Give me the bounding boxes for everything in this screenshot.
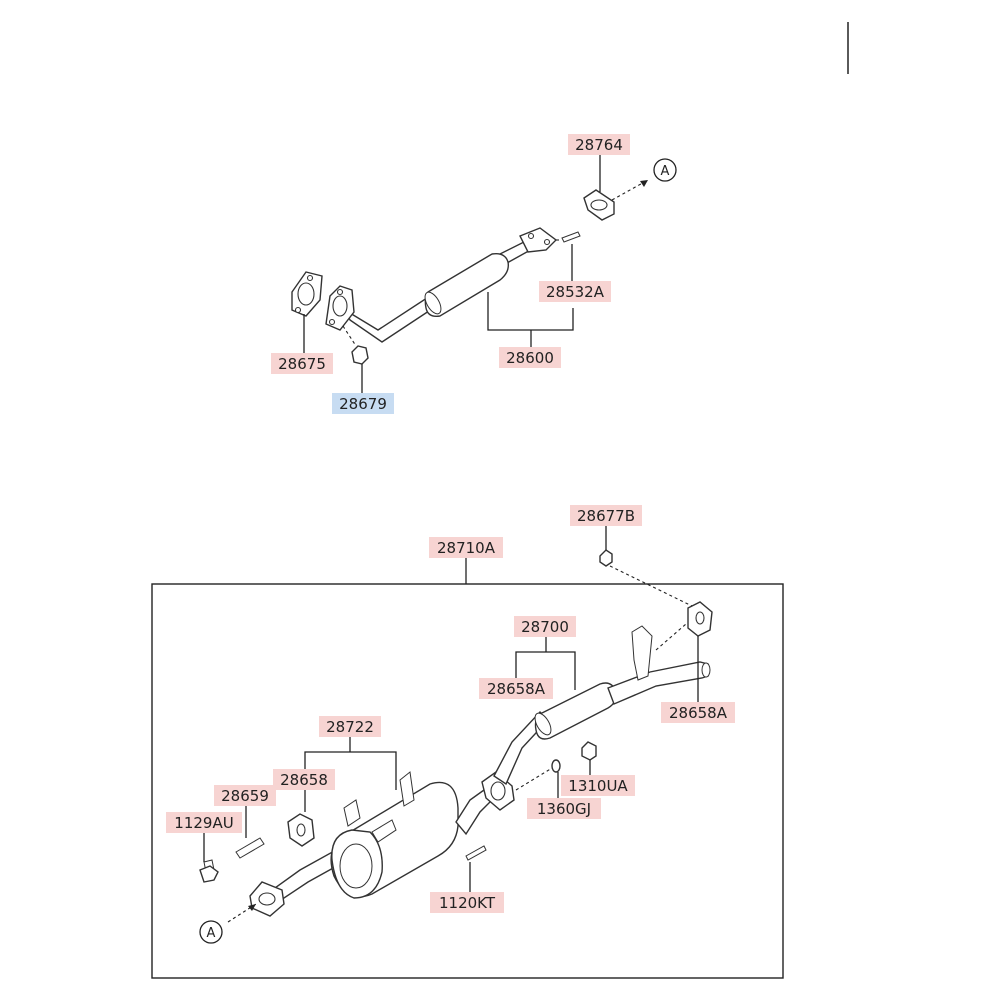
svg-text:28675: 28675 [278,355,326,373]
svg-text:28658: 28658 [280,771,328,789]
part-label-28658[interactable]: 28658 [273,769,335,790]
part-label-28722[interactable]: 28722 [319,716,381,737]
svg-text:28600: 28600 [506,349,554,367]
part-label-28532A[interactable]: 28532A [539,281,611,302]
muffler-bracket [371,819,397,843]
svg-text:1310UA: 1310UA [568,777,628,795]
hanger-bracket [631,625,653,681]
svg-text:1360GJ: 1360GJ [537,800,591,818]
svg-text:28658A: 28658A [669,704,728,722]
resonator-body [424,252,510,318]
washer-1360GJ [551,759,561,773]
stud-28532A [561,231,581,243]
part-label-28658A-rear[interactable]: 28658A [661,702,735,723]
svg-text:28659: 28659 [221,787,269,805]
part-label-28679[interactable]: 28679 [332,393,394,414]
part-label-28675[interactable]: 28675 [271,353,333,374]
front-pipe-assembly [291,179,649,365]
part-label-28710A[interactable]: 28710A [429,537,503,558]
reference-marker-lower: A [199,920,223,944]
muffler-assembly [199,549,713,923]
muffler-assembly-frame [151,583,784,979]
upper-leader-lines [303,155,601,393]
part-label-28600[interactable]: 28600 [499,347,561,368]
svg-text:1129AU: 1129AU [174,814,233,832]
bolt-1120KT [465,845,487,861]
nut-28679 [351,345,369,365]
svg-text:28532A: 28532A [546,283,605,301]
svg-text:1120KT: 1120KT [439,894,496,912]
svg-text:28658A: 28658A [487,680,546,698]
nut-1310UA [581,741,597,761]
part-label-1360GJ[interactable]: 1360GJ [527,798,601,819]
part-label-28700[interactable]: 28700 [514,616,576,637]
svg-text:28677B: 28677B [577,507,635,525]
part-label-28659[interactable]: 28659 [214,785,276,806]
part-label-1310UA[interactable]: 1310UA [561,775,635,796]
reference-marker-upper: A [653,158,677,182]
svg-text:28700: 28700 [521,618,569,636]
svg-text:A: A [661,164,670,179]
part-label-28764[interactable]: 28764 [568,134,630,155]
svg-text:28710A: 28710A [437,539,496,557]
nut-28677B [599,549,613,567]
part-label-28677B[interactable]: 28677B [570,505,642,526]
svg-text:28679: 28679 [339,395,387,413]
part-label-1129AU[interactable]: 1129AU [166,812,242,833]
lower-leader-lines [203,525,699,892]
hanger-pin-28659 [235,837,265,859]
svg-text:28722: 28722 [326,718,374,736]
center-resonator-28700 [534,682,618,740]
center-pipe-rear [607,661,709,705]
svg-text:28764: 28764 [575,136,623,154]
part-label-28658A-center[interactable]: 28658A [479,678,553,699]
svg-text:A: A [207,926,216,941]
part-label-1120KT[interactable]: 1120KT [430,892,504,913]
